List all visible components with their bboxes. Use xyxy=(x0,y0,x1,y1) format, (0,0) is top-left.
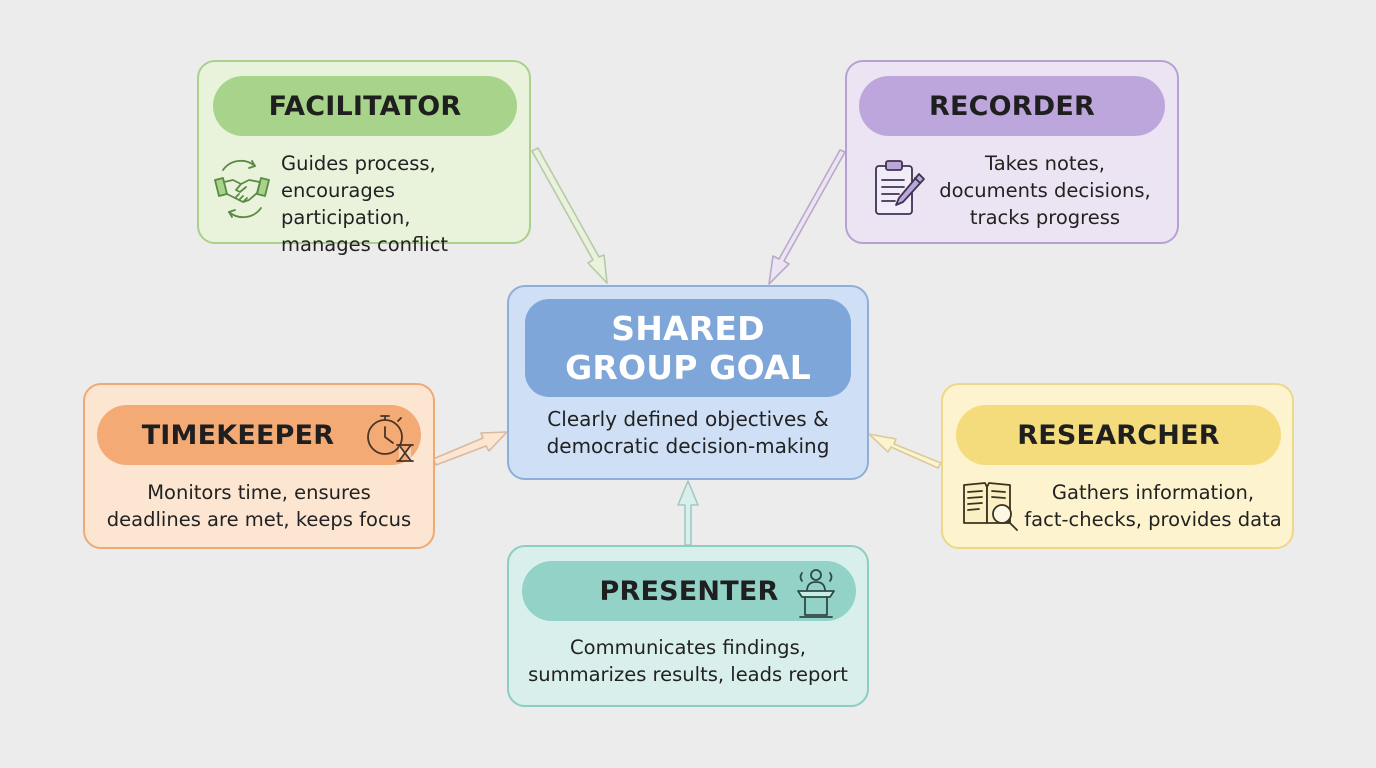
recorder-title-pill: RECORDER xyxy=(859,76,1165,136)
researcher-card: RESEARCHER Gathers information, fact-che… xyxy=(941,383,1294,549)
facilitator-description: Guides process, encourages participation… xyxy=(281,152,449,256)
goal-title-pill: SHARED GROUP GOAL xyxy=(525,299,851,397)
recorder-card: RECORDER Takes notes, documents decision… xyxy=(845,60,1179,244)
goal-description: Clearly defined objectives & democratic … xyxy=(546,407,830,458)
arrow-researcher-to-goal xyxy=(868,433,942,469)
timekeeper-title-pill: TIMEKEEPER xyxy=(97,405,421,465)
arrow-timekeeper-to-goal xyxy=(432,431,508,466)
timekeeper-card: TIMEKEEPER Monitors time, ensures deadli… xyxy=(83,383,435,549)
presenter-card: PRESENTER Communicates findings, summari… xyxy=(507,545,869,707)
arrow-recorder-to-goal xyxy=(768,149,846,285)
timekeeper-description: Monitors time, ensures deadlines are met… xyxy=(106,481,412,531)
researcher-title: RESEARCHER xyxy=(1017,419,1220,451)
recorder-title: RECORDER xyxy=(928,90,1096,122)
facilitator-title-pill: FACILITATOR xyxy=(213,76,517,136)
facilitator-card: FACILITATOR Guides process, encourages p… xyxy=(197,60,531,256)
goal-title: SHARED GROUP GOAL xyxy=(565,309,811,387)
presenter-title-pill: PRESENTER xyxy=(522,561,856,621)
timekeeper-title: TIMEKEEPER xyxy=(141,419,335,451)
shared-goal-card: SHARED GROUP GOAL Clearly defined object… xyxy=(507,285,869,480)
arrow-facilitator-to-goal xyxy=(531,147,608,284)
researcher-description: Gathers information, fact-checks, provid… xyxy=(1024,481,1282,531)
recorder-description: Takes notes, documents decisions, tracks… xyxy=(939,152,1151,229)
podium-speaker-icon xyxy=(797,569,835,618)
book-magnifier-icon xyxy=(963,482,1018,531)
researcher-title-pill: RESEARCHER xyxy=(956,405,1281,465)
arrow-presenter-to-goal xyxy=(677,480,699,546)
facilitator-title: FACILITATOR xyxy=(268,90,462,122)
stopwatch-hourglass-icon xyxy=(367,415,414,462)
presenter-description: Communicates findings, summarizes result… xyxy=(528,636,848,686)
handshake-icon xyxy=(214,159,270,219)
presenter-title: PRESENTER xyxy=(599,575,779,607)
clipboard-pencil-icon xyxy=(875,160,925,215)
